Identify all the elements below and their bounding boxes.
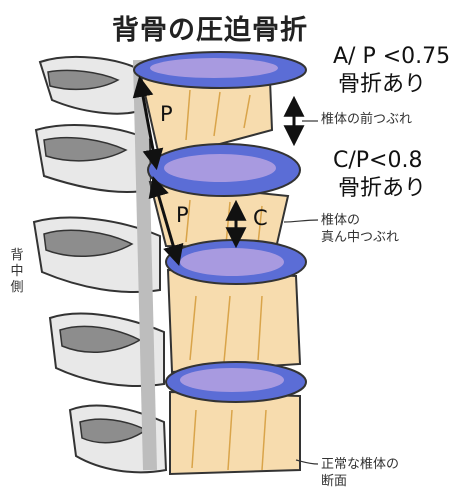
criteria-result-1: 骨折あり [338, 72, 426, 98]
callout-middle-compression-line1: 椎体の [321, 212, 360, 229]
criteria-ratio-2: C/P<0.8 [333, 148, 422, 174]
callout-normal-body-line1: 正常な椎体の [321, 456, 399, 473]
callout-normal-body-line2: 断面 [321, 473, 347, 490]
marker-p-upper: P [160, 102, 173, 126]
page-title: 背骨の圧迫骨折 [112, 8, 308, 47]
marker-c: C [253, 206, 268, 230]
dorsal-side-label: 背中側 [9, 248, 25, 296]
criteria-result-2: 骨折あり [338, 176, 426, 202]
marker-p-lower: P [176, 203, 189, 227]
callout-middle-compression-line2: 真ん中つぶれ [321, 229, 399, 246]
callout-anterior-compression: 椎体の前つぶれ [321, 111, 412, 128]
criteria-ratio-1: A/ P <0.75 [333, 44, 450, 70]
